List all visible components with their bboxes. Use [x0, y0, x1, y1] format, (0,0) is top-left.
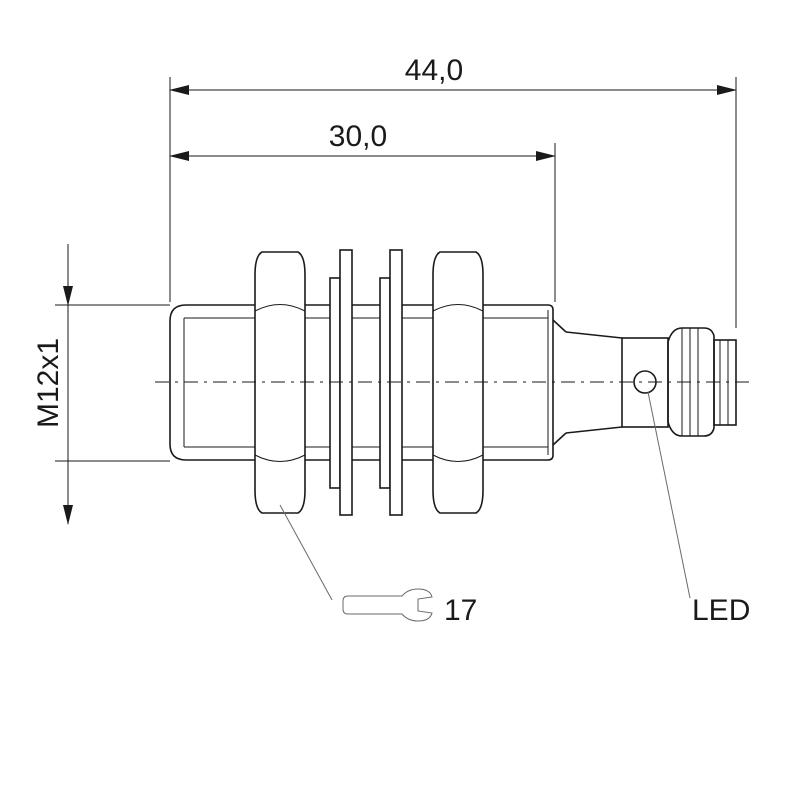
- led-label: LED: [692, 594, 750, 627]
- body-length-value: 30,0: [329, 120, 387, 153]
- dimension-overall-length: 44,0: [169, 54, 737, 328]
- wrench-callout: 17: [279, 504, 477, 627]
- overall-length-value: 44,0: [405, 54, 463, 87]
- thread-value: M12x1: [32, 338, 65, 428]
- wrench-size: 17: [444, 594, 477, 627]
- dimension-body-length: 30,0: [169, 120, 556, 302]
- dimension-thread: M12x1: [32, 244, 170, 525]
- led-callout: LED: [647, 391, 750, 627]
- wrench-icon: [342, 588, 433, 622]
